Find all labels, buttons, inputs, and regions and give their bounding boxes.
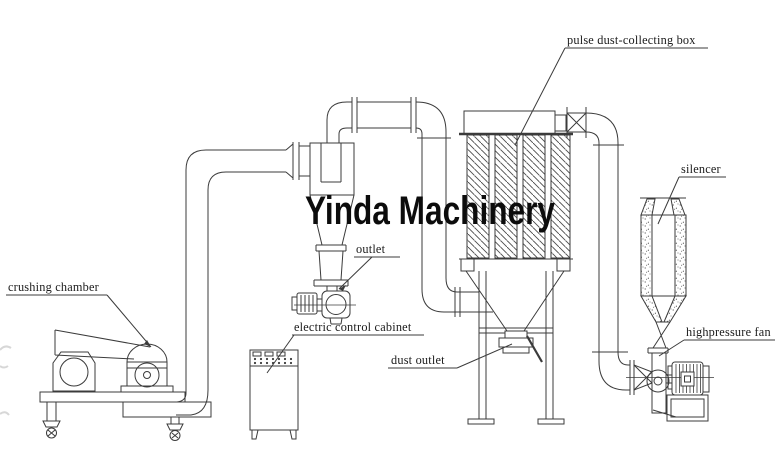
crushing-chamber-dome: [126, 343, 168, 386]
label-electric-control-cabinet: electric control cabinet: [294, 320, 412, 334]
label-dust-outlet: dust outlet: [391, 353, 445, 367]
filter-bag: [522, 134, 546, 259]
highpressure-fan-unit: [626, 347, 714, 422]
cyclone-to-collector-pipe: [326, 97, 493, 317]
label-outlet: outlet: [356, 242, 386, 256]
drive-motor-housing: [52, 351, 96, 392]
valve-handle: [526, 335, 543, 363]
motor-base: [666, 394, 709, 422]
crusher-to-cyclone-pipe: [173, 142, 310, 416]
callout-labels: pulse dust-collecting box silencer outle…: [6, 33, 775, 374]
label-silencer: silencer: [681, 162, 721, 176]
cyclone-separator: [291, 142, 356, 325]
label-crushing-chamber: crushing chamber: [8, 280, 99, 294]
filter-bag: [466, 134, 490, 259]
butterfly-valve: [566, 112, 587, 133]
silencer: [640, 197, 687, 349]
label-highpressure-fan: highpressure fan: [686, 325, 771, 339]
filter-bag: [550, 134, 571, 259]
base-frame: [39, 391, 186, 403]
support-legs: [478, 271, 554, 419]
caster-wheel: [46, 427, 57, 439]
collection-hopper: [465, 270, 565, 332]
caster-wheel: [169, 430, 181, 441]
watermark-text: Yinda Machinery: [305, 189, 556, 233]
filter-bag: [494, 134, 518, 259]
label-pulse-dust-collecting-box: pulse dust-collecting box: [567, 33, 696, 47]
clean-air-header: [463, 110, 556, 135]
pulse-dust-collecting-box: [459, 107, 619, 425]
electric-control-cabinet: [249, 349, 299, 440]
valve-motor: [296, 292, 318, 315]
crushing-machine: [39, 329, 212, 441]
indicator-buttons: [253, 357, 293, 365]
feed-chute: [54, 329, 151, 360]
faint-watermark-artifacts: [0, 345, 12, 416]
